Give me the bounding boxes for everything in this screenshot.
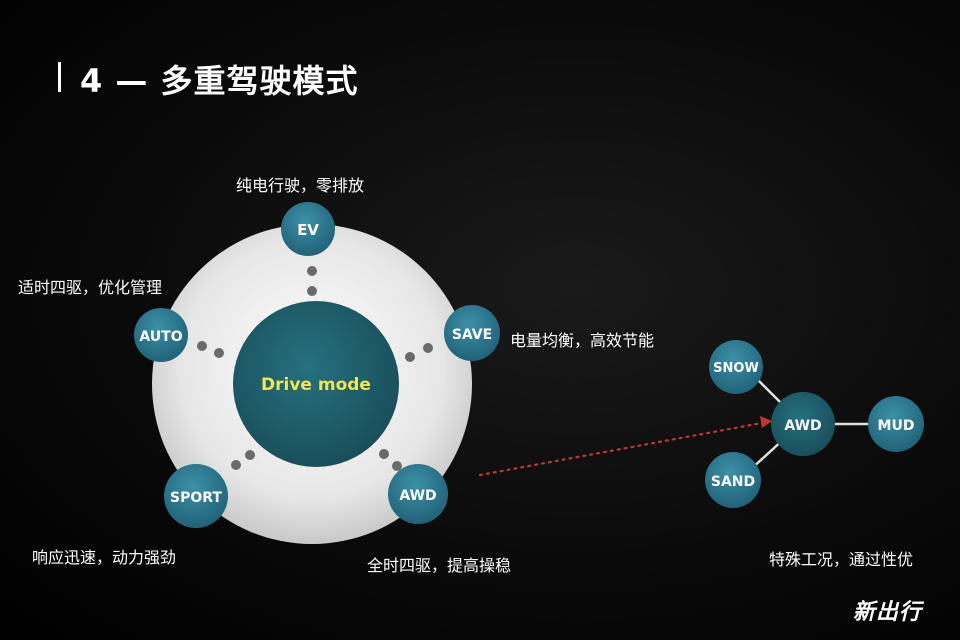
brand-logo: 新出行 xyxy=(853,600,923,625)
caption-awd: 全时四驱，提高操稳 xyxy=(367,556,512,575)
mode-node-label: SPORT xyxy=(170,490,222,506)
caption-save: 电量均衡，高效节能 xyxy=(510,331,655,350)
connector-dots xyxy=(197,266,433,471)
sub-node-mud[interactable]: MUD xyxy=(868,396,924,452)
center-circle xyxy=(233,301,399,467)
connector-dot xyxy=(197,341,207,351)
connector-dot xyxy=(307,266,317,276)
connector-dot xyxy=(405,352,415,362)
connector-dot xyxy=(379,449,389,459)
connector-dot xyxy=(245,450,255,460)
sub-node-label: SAND xyxy=(711,474,755,490)
connector-dot xyxy=(214,348,224,358)
sub-node-label: SNOW xyxy=(713,361,759,376)
mode-node-label: EV xyxy=(297,221,319,239)
arrow-head xyxy=(760,416,772,428)
mode-node-auto[interactable]: AUTO xyxy=(134,308,188,362)
title-accent-bar xyxy=(58,62,61,92)
sub-node-label: AWD xyxy=(784,418,821,434)
mode-node-label: SAVE xyxy=(452,327,492,343)
mode-node-sport[interactable]: SPORT xyxy=(164,464,228,528)
connector-dot xyxy=(307,286,317,296)
sub-node-sand[interactable]: SAND xyxy=(705,452,761,508)
caption-sport: 响应迅速，动力强劲 xyxy=(32,548,177,567)
sub-node-label: MUD xyxy=(878,418,915,434)
page-title: 4 — 多重驾驶模式 xyxy=(80,62,359,100)
caption-auto: 适时四驱，优化管理 xyxy=(18,278,163,297)
connector-dot xyxy=(231,460,241,470)
sub-node-snow[interactable]: SNOW xyxy=(709,340,763,394)
awd-detail-arrow xyxy=(478,421,764,477)
mode-node-label: AUTO xyxy=(139,329,182,345)
mode-node-ev[interactable]: EV xyxy=(281,202,335,256)
center-label: Drive mode xyxy=(261,375,371,395)
sub-node-awd[interactable]: AWD xyxy=(771,392,835,456)
caption-ev: 纯电行驶，零排放 xyxy=(236,176,365,195)
caption-awd-detail: 特殊工况，通过性优 xyxy=(769,550,914,569)
mode-node-awd[interactable]: AWD xyxy=(388,464,448,524)
connector-dot xyxy=(392,461,402,471)
mode-node-save[interactable]: SAVE xyxy=(444,305,500,361)
mode-node-label: AWD xyxy=(399,488,436,504)
connector-dot xyxy=(423,343,433,353)
